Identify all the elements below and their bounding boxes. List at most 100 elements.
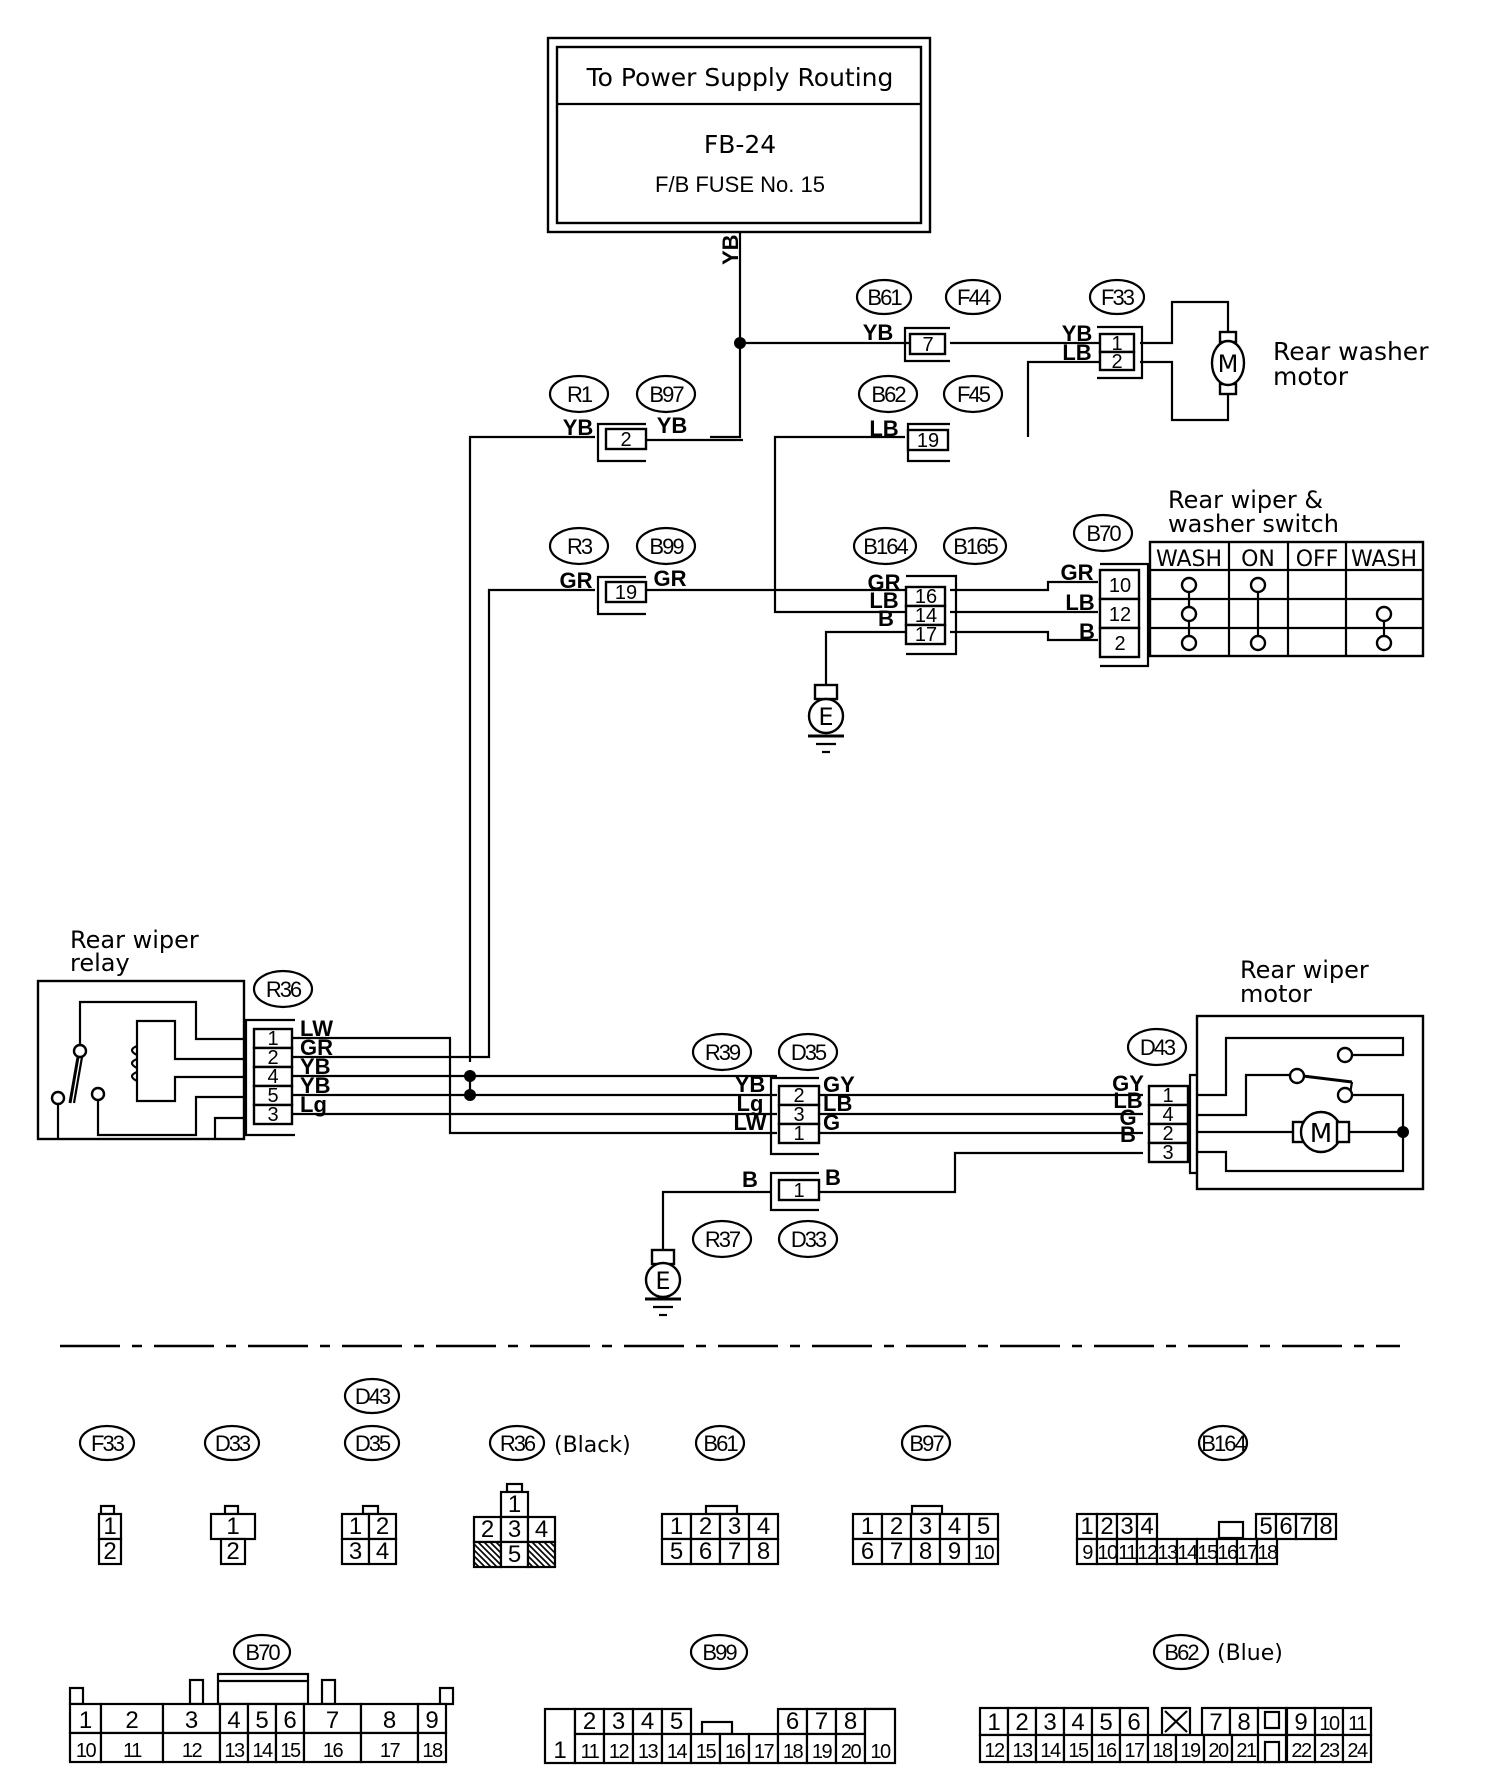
pin-cell [938,1512,971,1541]
pin-number: 21 [1236,1740,1257,1762]
svg-text:G: G [1119,1105,1136,1130]
pin-number: 7 [1299,1513,1312,1540]
svg-text:LB: LB [869,588,898,613]
connector-color-note: (Blue) [1217,1641,1283,1666]
connector-code-oval [689,1633,749,1671]
pin-number: 5 [255,1707,268,1734]
pin-cell [718,1732,751,1765]
pin-cell [602,1732,635,1765]
svg-text:YB: YB [657,413,688,438]
wires [468,232,1230,1062]
connector-code: B99 [702,1640,737,1665]
pin-cell [909,1537,942,1566]
switch-contact [1180,576,1198,594]
pin-number: 12 [182,1740,203,1762]
connector-color-note: (Black) [554,1433,631,1458]
svg-text:GR: GR [868,570,901,595]
pin-number: 13 [224,1740,245,1762]
fuse-box-code: FB-24 [704,130,776,159]
pin-cell [1314,1512,1338,1541]
pin-cell [1174,1733,1206,1764]
svg-text:R39: R39 [705,1040,741,1065]
pin-number: 5 [670,1538,683,1565]
pin-number: 3 [1120,1513,1133,1540]
pin-number: 14 [252,1740,273,1762]
connector-code: B62 [1164,1640,1199,1665]
pin-number: 10 [76,1740,97,1762]
pin-number: 8 [919,1538,932,1565]
pin-number: 15 [696,1741,717,1763]
connector-r1-b97: R1 B97 2 YB YB [548,374,743,463]
pin-number: 14 [667,1741,688,1763]
pin-cell [543,1707,577,1765]
svg-text:7: 7 [922,334,933,356]
svg-text:1: 1 [267,1028,278,1050]
svg-text:14: 14 [915,605,937,627]
pin-number: 6 [861,1538,874,1565]
pin-cell [359,1731,420,1764]
pin-cell [367,1512,398,1541]
pin-cell [834,1732,867,1765]
connector-r37-d33: 1 B B R37 D33 [661,1151,1143,1259]
pin-number: 6 [1127,1709,1140,1736]
connector-code-oval [203,1424,261,1462]
pin-cell [1062,1706,1094,1737]
pin-number: 19 [1180,1740,1201,1762]
ground-symbol: E [807,683,845,754]
pin-number: 9 [1082,1542,1093,1564]
svg-text:F33: F33 [1101,285,1135,310]
svg-text:YB: YB [563,415,594,440]
pin-cell [1285,1733,1317,1764]
pin-number: 3 [349,1538,362,1565]
connector-b70: B70 10 12 2 GR LB B [1061,513,1150,668]
pin-number: 22 [1291,1740,1312,1762]
pin-number: 17 [1124,1740,1145,1762]
pin-number: 15 [1197,1542,1218,1564]
connector-b61-f44: B61 F44 7 YB [855,278,1002,363]
pin-cell [805,1732,838,1765]
pin-cell [367,1537,398,1566]
pin-number: 17 [380,1740,401,1762]
pin-number: 16 [725,1741,746,1763]
pin-number: 1 [508,1491,521,1518]
pin-cell [1255,1537,1279,1566]
svg-text:LB: LB [1065,590,1094,615]
switch-col-off: OFF [1296,547,1339,572]
pin-number: 3 [612,1708,625,1735]
pin-number: 2 [103,1538,116,1565]
svg-text:F44: F44 [957,285,991,310]
pin-number: 7 [728,1538,741,1565]
pin-cell [1090,1733,1122,1764]
pin-number: 5 [670,1708,683,1735]
svg-text:4: 4 [267,1066,278,1088]
pin-number: 4 [757,1513,770,1540]
pin-number: 2 [1100,1513,1113,1540]
pin-number: 17 [1237,1542,1258,1564]
svg-text:2: 2 [620,429,631,451]
connector-code-oval [343,1377,401,1415]
connector-code: B70 [245,1640,280,1665]
pin-number: 18 [422,1740,443,1762]
svg-text:F45: F45 [957,382,991,407]
pin-cell [1230,1733,1262,1764]
wire-label-yb-vertical: YB [718,234,743,265]
svg-text:motor: motor [1273,362,1349,391]
connector-code: B97 [909,1431,944,1456]
pin-number: 14 [1040,1740,1061,1762]
svg-text:2: 2 [1111,351,1122,373]
motor-symbol-icon: M [1310,1119,1332,1149]
svg-text:B70: B70 [1086,521,1121,546]
pin-number: 4 [376,1538,389,1565]
svg-text:Lg: Lg [737,1091,764,1116]
junction-dot [734,337,746,349]
pin-number: 18 [783,1741,804,1763]
pin-number: 10 [870,1741,891,1763]
pin-number: 19 [812,1741,833,1763]
pin-cell [1228,1706,1260,1737]
connector-code-oval [232,1633,292,1671]
pin-number: 11 [123,1740,142,1762]
switch-col-wash: WASH [1156,547,1222,572]
svg-text:G: G [823,1110,840,1135]
pin-number: 2 [890,1513,903,1540]
pin-number: 12 [1137,1542,1158,1564]
